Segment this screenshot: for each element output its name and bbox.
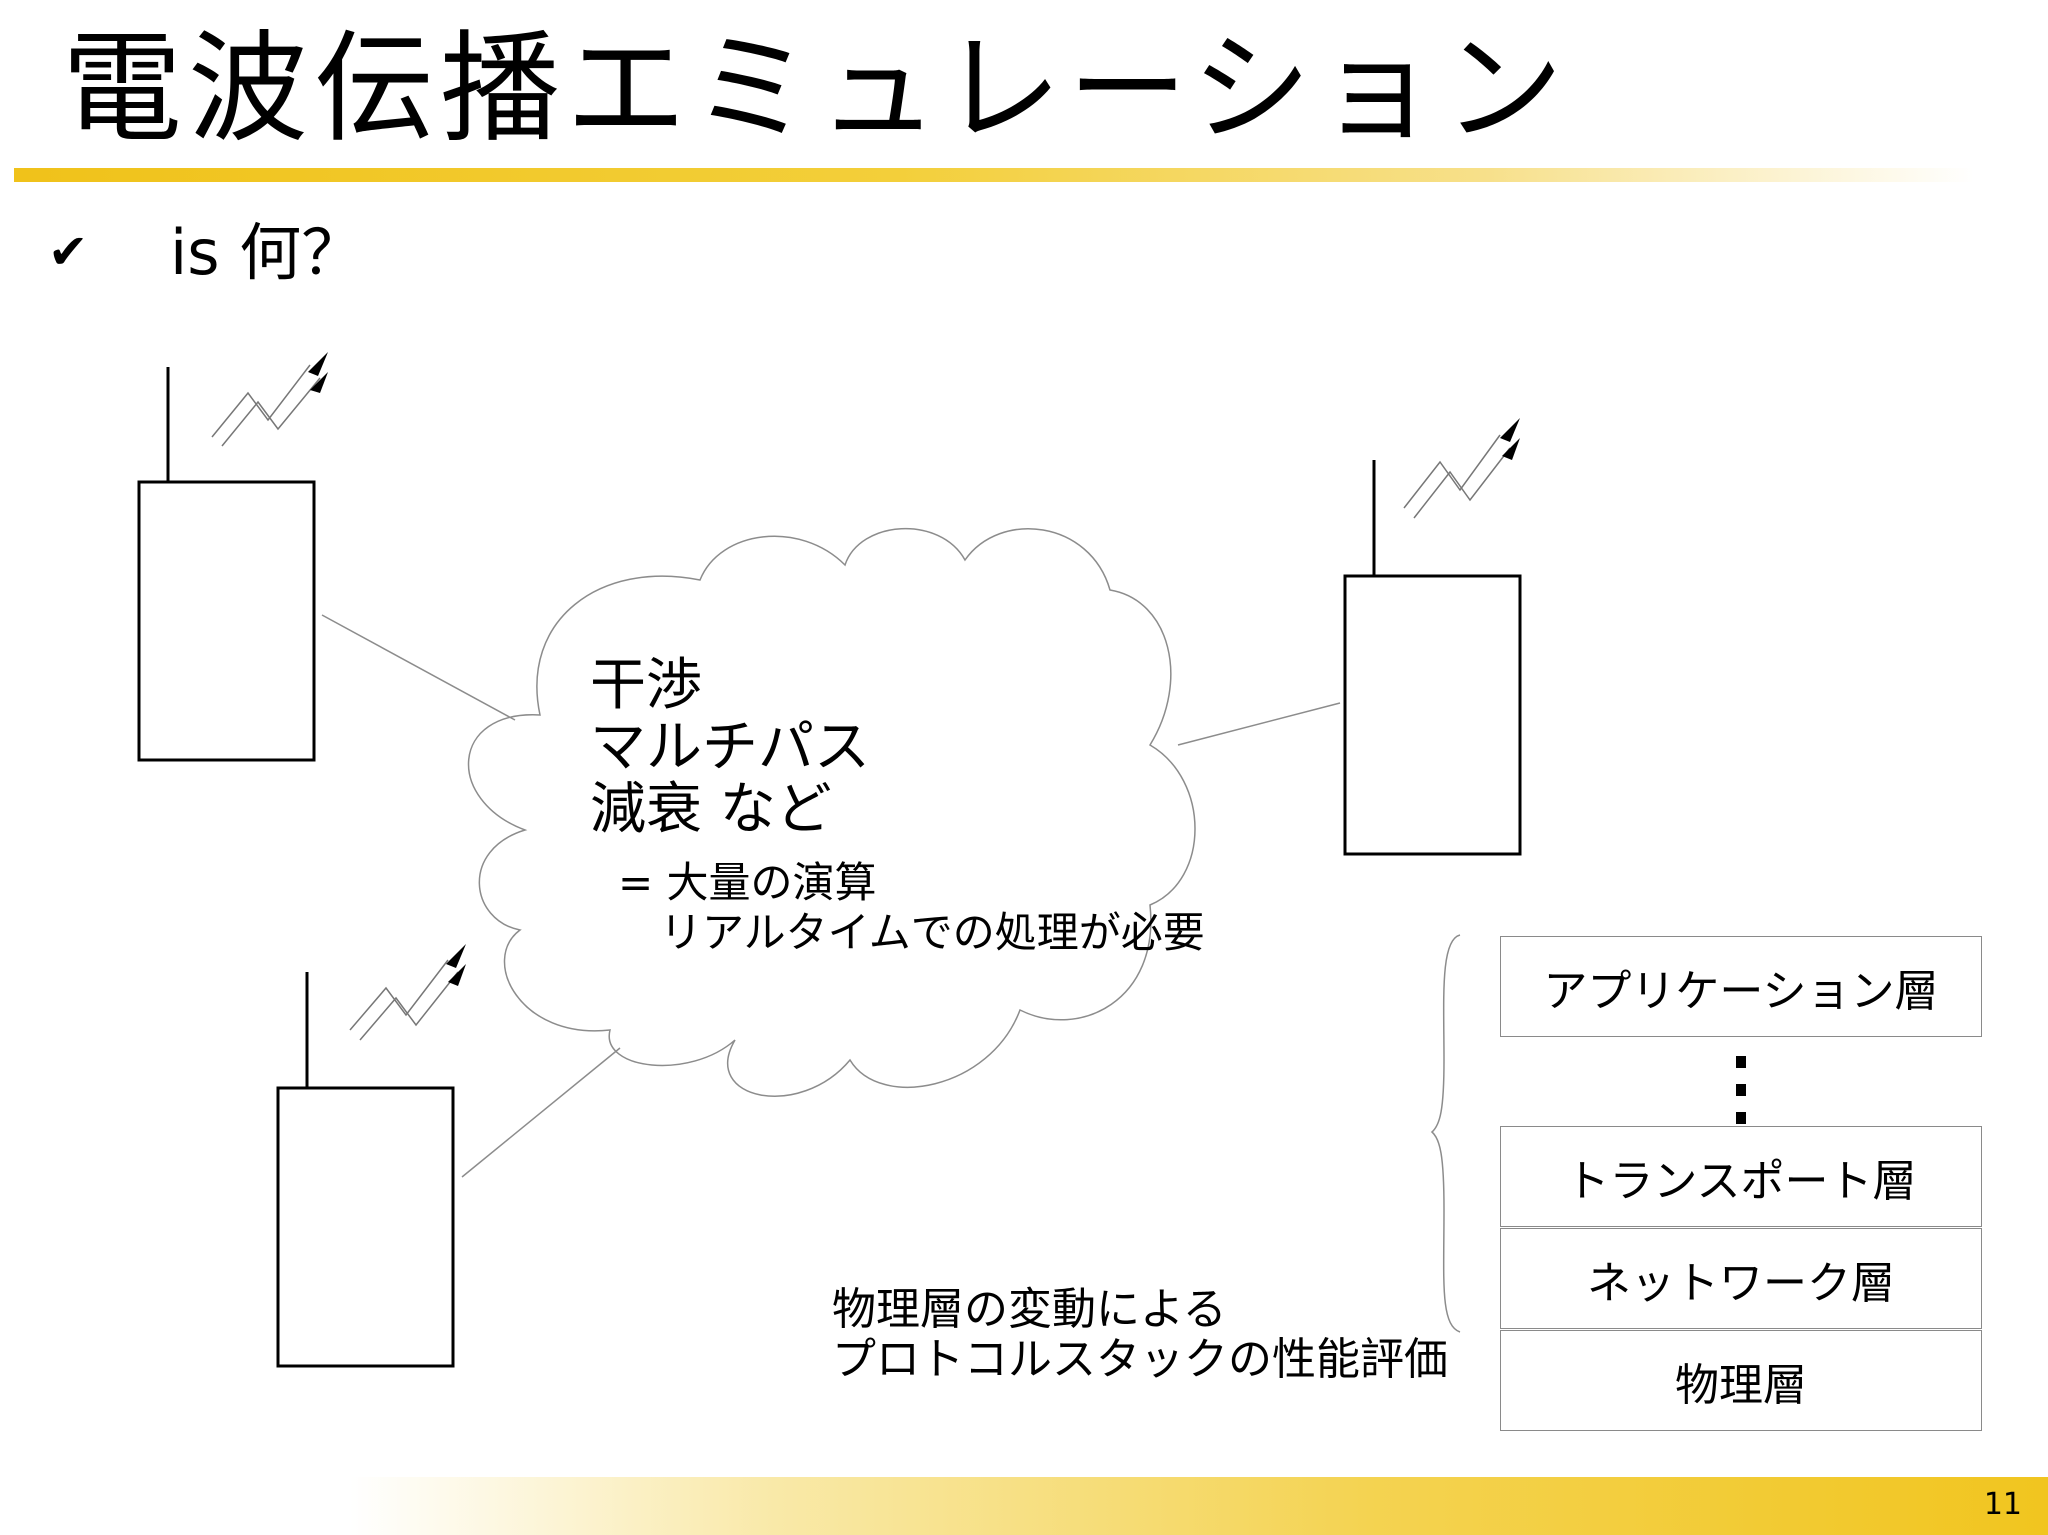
bullet-text: is 何？ [170, 216, 364, 289]
cloud-labels: 干渉 マルチパス 減衰 など [590, 655, 870, 841]
title-underline [14, 168, 1974, 182]
cloud-line-multipath: マルチパス [590, 715, 870, 780]
device-body-1 [137, 480, 316, 762]
cloud-line-interference: 干渉 [590, 653, 702, 718]
radio-device-1 [137, 352, 328, 762]
signal-icon-2 [1403, 434, 1511, 519]
link-line-bottom [461, 1047, 621, 1178]
evaluation-text: 物理層の変動による プロトコルスタックの性能評価 [832, 1285, 1448, 1385]
link-line-right [1177, 702, 1341, 746]
footer-bar [350, 1477, 2048, 1535]
signal-icon-1 [211, 364, 321, 447]
device-body-2 [1343, 574, 1522, 856]
radio-device-2 [1343, 418, 1522, 856]
evaluation-line-1: 物理層の変動による [832, 1284, 1227, 1335]
evaluation-line-2: プロトコルスタックの性能評価 [832, 1334, 1448, 1385]
cloud-sub-line-1: = 大量の演算 [618, 858, 877, 907]
stack-layer-application: アプリケーション層 [1500, 936, 1982, 1037]
bullet-item: ✔is 何？ [48, 222, 363, 284]
radio-device-3 [276, 944, 466, 1368]
signal-icon-3 [349, 959, 459, 1041]
slide-title: 電波伝播エミュレーション [62, 20, 1570, 159]
page-number: 11 [1983, 1487, 2022, 1522]
cloud-subtext: = 大量の演算 リアルタイムでの処理が必要 [618, 858, 1205, 958]
stack-ellipsis [1736, 1056, 1746, 1140]
link-line-left [321, 614, 516, 721]
check-icon: ✔ [48, 224, 89, 280]
stack-layer-physical: 物理層 [1500, 1330, 1982, 1431]
device-body-3 [276, 1086, 455, 1368]
stack-layer-transport: トランスポート層 [1500, 1126, 1982, 1227]
stack-layer-network: ネットワーク層 [1500, 1228, 1982, 1329]
stack-brace [1430, 934, 1461, 1333]
cloud-shape [467, 528, 1196, 1097]
cloud-sub-line-2: リアルタイムでの処理が必要 [660, 908, 1205, 957]
cloud-line-attenuation: 減衰 など [590, 777, 832, 842]
